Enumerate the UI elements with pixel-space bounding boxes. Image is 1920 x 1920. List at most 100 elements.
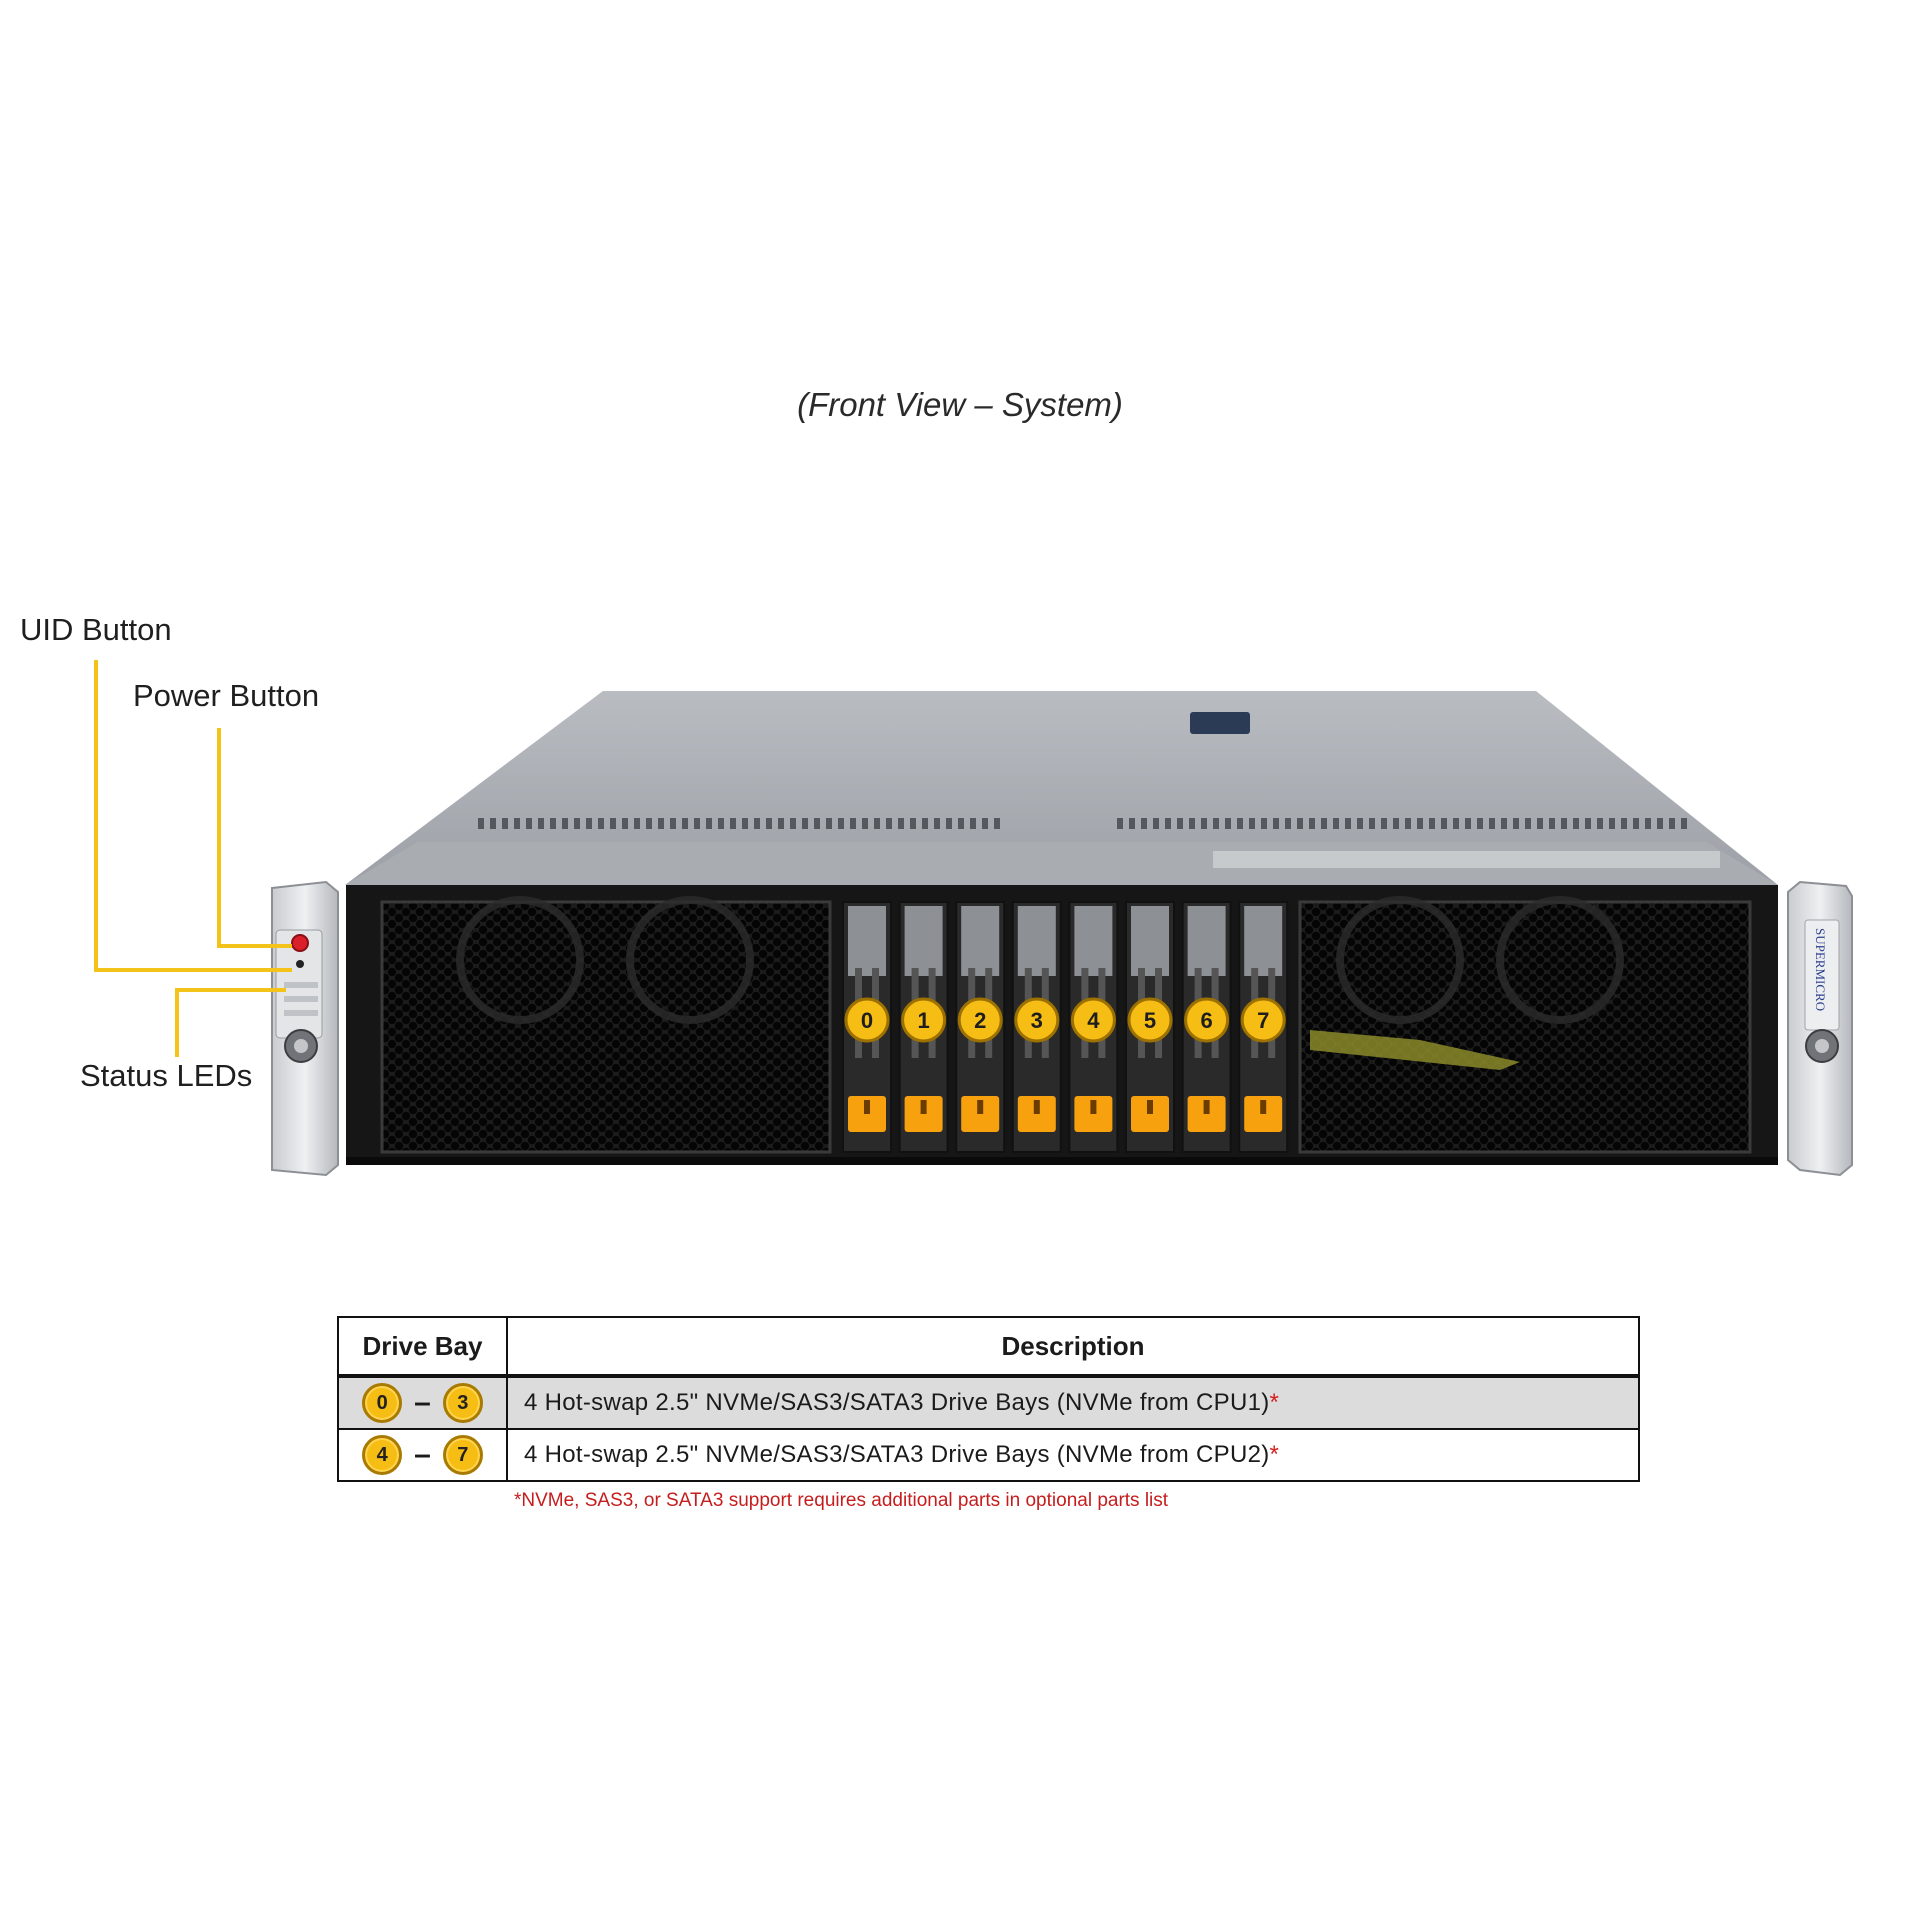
vents-left	[478, 818, 1000, 829]
bay-number-badge	[1070, 997, 1116, 1043]
drive-tray-top	[961, 906, 1000, 976]
vent-slot	[1117, 818, 1123, 829]
bay-badge: 3	[442, 1383, 483, 1423]
drive-bay[interactable]: 7	[1238, 901, 1289, 1153]
drive-bay[interactable]: 6	[1181, 901, 1232, 1153]
drive-tray-top	[1074, 906, 1113, 976]
vent-slot	[730, 818, 736, 829]
vent-slot	[634, 818, 640, 829]
right-rack-ear	[1787, 880, 1853, 1177]
table-row: 4 – 7 4 Hot-swap 2.5" NVMe/SAS3/SATA3 Dr…	[338, 1429, 1639, 1481]
bay-range-cell: 4 – 7	[338, 1429, 508, 1481]
asterisk-mark: *	[1269, 1389, 1280, 1416]
table-row: 0 – 3 4 Hot-swap 2.5" NVMe/SAS3/SATA3 Dr…	[338, 1376, 1639, 1430]
status-callout-line	[175, 988, 286, 1057]
vent-slot	[1549, 818, 1555, 829]
drive-bay[interactable]: 2	[955, 901, 1006, 1153]
vent-slot	[622, 818, 628, 829]
bay-number-badge	[901, 997, 947, 1043]
vent-slot	[802, 818, 808, 829]
vent-slot	[550, 818, 556, 829]
vent-slot	[682, 818, 688, 829]
uid-button-label: UID Button	[20, 612, 172, 647]
asterisk-mark: *	[1269, 1441, 1280, 1468]
vent-slot	[1285, 818, 1291, 829]
vent-slot	[1453, 818, 1459, 829]
bay-range-cell: 0 – 3	[338, 1376, 508, 1430]
vent-slot	[1129, 818, 1135, 829]
vent-slot	[1633, 818, 1639, 829]
power-callout-line	[217, 728, 292, 948]
vent-slot	[1273, 818, 1279, 829]
vent-slot	[1189, 818, 1195, 829]
vent-slot	[670, 818, 676, 829]
vent-slot	[958, 818, 964, 829]
vent-slot	[1525, 818, 1531, 829]
vent-slot	[1657, 818, 1663, 829]
vent-slot	[970, 818, 976, 829]
left-rack-ear	[271, 880, 339, 1177]
drive-tray-top	[848, 906, 886, 976]
vent-slot	[1165, 818, 1171, 829]
vent-slot	[1513, 818, 1519, 829]
bay-number-badge	[1127, 997, 1173, 1043]
drive-tray-top	[904, 906, 943, 976]
vent-slot	[1297, 818, 1303, 829]
drive-bay[interactable]: 5	[1125, 901, 1175, 1153]
col-header-description: Description	[507, 1317, 1639, 1378]
service-label	[1213, 851, 1720, 868]
vent-slot	[778, 818, 784, 829]
vent-slot	[694, 818, 700, 829]
vent-slot	[850, 818, 856, 829]
vent-slot	[1669, 818, 1675, 829]
vent-slot	[1429, 818, 1435, 829]
drive-bay[interactable]: 0	[842, 901, 892, 1153]
bay-number: 3	[1031, 1008, 1043, 1033]
vent-slot	[982, 818, 988, 829]
vent-slot	[922, 818, 928, 829]
vent-slot	[610, 818, 616, 829]
drive-tray-top	[1244, 906, 1283, 976]
vent-slot	[706, 818, 712, 829]
vent-slot	[1489, 818, 1495, 829]
vent-slot	[910, 818, 916, 829]
vent-slot	[1585, 818, 1591, 829]
vent-slot	[526, 818, 532, 829]
vent-slot	[478, 818, 484, 829]
col-header-drive-bay: Drive Bay	[338, 1317, 508, 1378]
vent-slot	[490, 818, 496, 829]
range-dash: –	[414, 1386, 431, 1419]
vent-slot	[1237, 818, 1243, 829]
bay-badge: 0	[362, 1383, 403, 1423]
lid-latch	[1190, 712, 1250, 734]
description-cell: 4 Hot-swap 2.5" NVMe/SAS3/SATA3 Drive Ba…	[507, 1429, 1639, 1481]
bay-number: 6	[1200, 1008, 1212, 1033]
bay-number-badge	[1184, 997, 1230, 1043]
vent-slot	[586, 818, 592, 829]
vent-slot	[898, 818, 904, 829]
vent-slot	[502, 818, 508, 829]
bay-number: 7	[1257, 1008, 1269, 1033]
drive-bay[interactable]: 4	[1068, 901, 1119, 1153]
vent-slot	[838, 818, 844, 829]
vent-slot	[742, 818, 748, 829]
vent-slot	[658, 818, 664, 829]
vent-slot	[790, 818, 796, 829]
vent-slot	[814, 818, 820, 829]
uid-button	[296, 960, 304, 968]
vent-slot	[1213, 818, 1219, 829]
callout-lines	[94, 660, 292, 1057]
description-text: 4 Hot-swap 2.5" NVMe/SAS3/SATA3 Drive Ba…	[524, 1441, 1270, 1468]
drive-bay[interactable]: 3	[1011, 901, 1062, 1153]
vent-slot	[1321, 818, 1327, 829]
status-leds-label: Status LEDs	[80, 1058, 253, 1093]
vent-slot	[1369, 818, 1375, 829]
vent-slot	[1405, 818, 1411, 829]
bay-badge: 7	[442, 1435, 483, 1475]
vent-slot	[874, 818, 880, 829]
range-dash: –	[414, 1438, 431, 1471]
vent-slot	[1249, 818, 1255, 829]
drive-bay[interactable]: 1	[898, 901, 949, 1153]
vent-slot	[646, 818, 652, 829]
